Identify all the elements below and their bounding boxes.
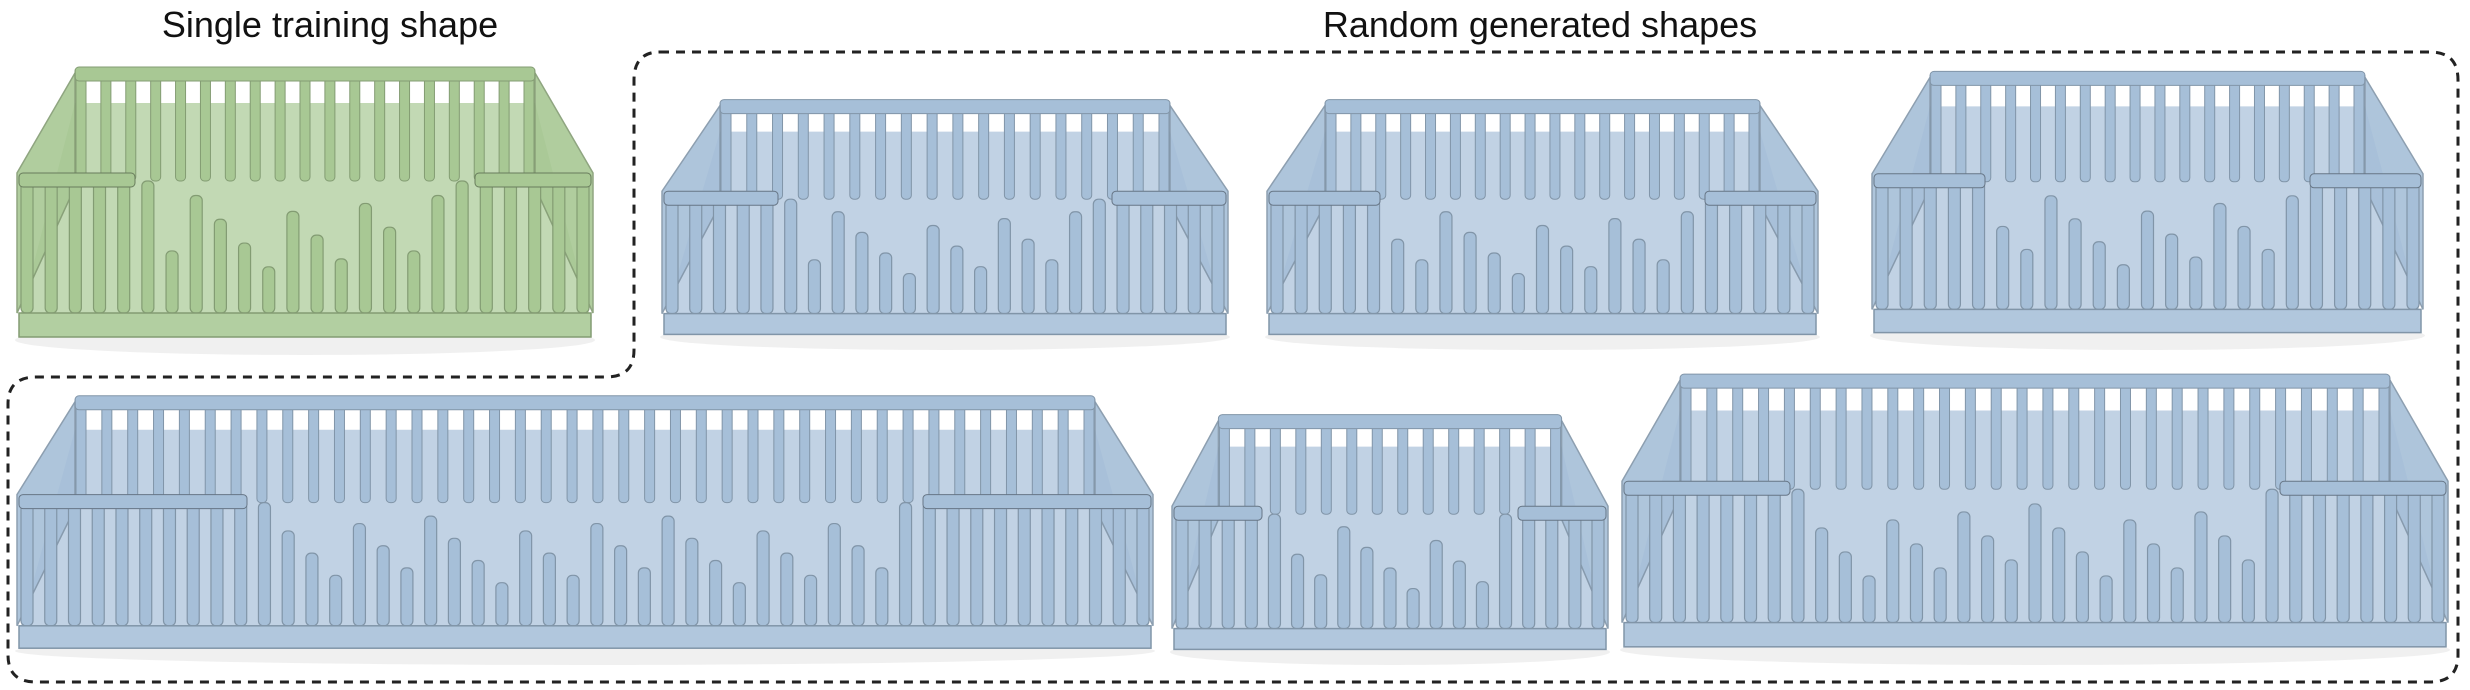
training-temple-shape — [15, 66, 595, 355]
training-shape-caption: Single training shape — [161, 4, 499, 45]
generated-temple-shape-1 — [660, 99, 1230, 350]
generated-temple-shape-3 — [1870, 70, 2425, 350]
generated-temple-shape-4 — [15, 395, 1155, 665]
generated-temple-shape-2 — [1265, 99, 1820, 350]
generated-shapes-caption: Random generated shapes — [1322, 4, 1758, 45]
generated-temple-shape-6 — [1620, 373, 2450, 665]
generated-temple-shape-5 — [1170, 414, 1610, 665]
